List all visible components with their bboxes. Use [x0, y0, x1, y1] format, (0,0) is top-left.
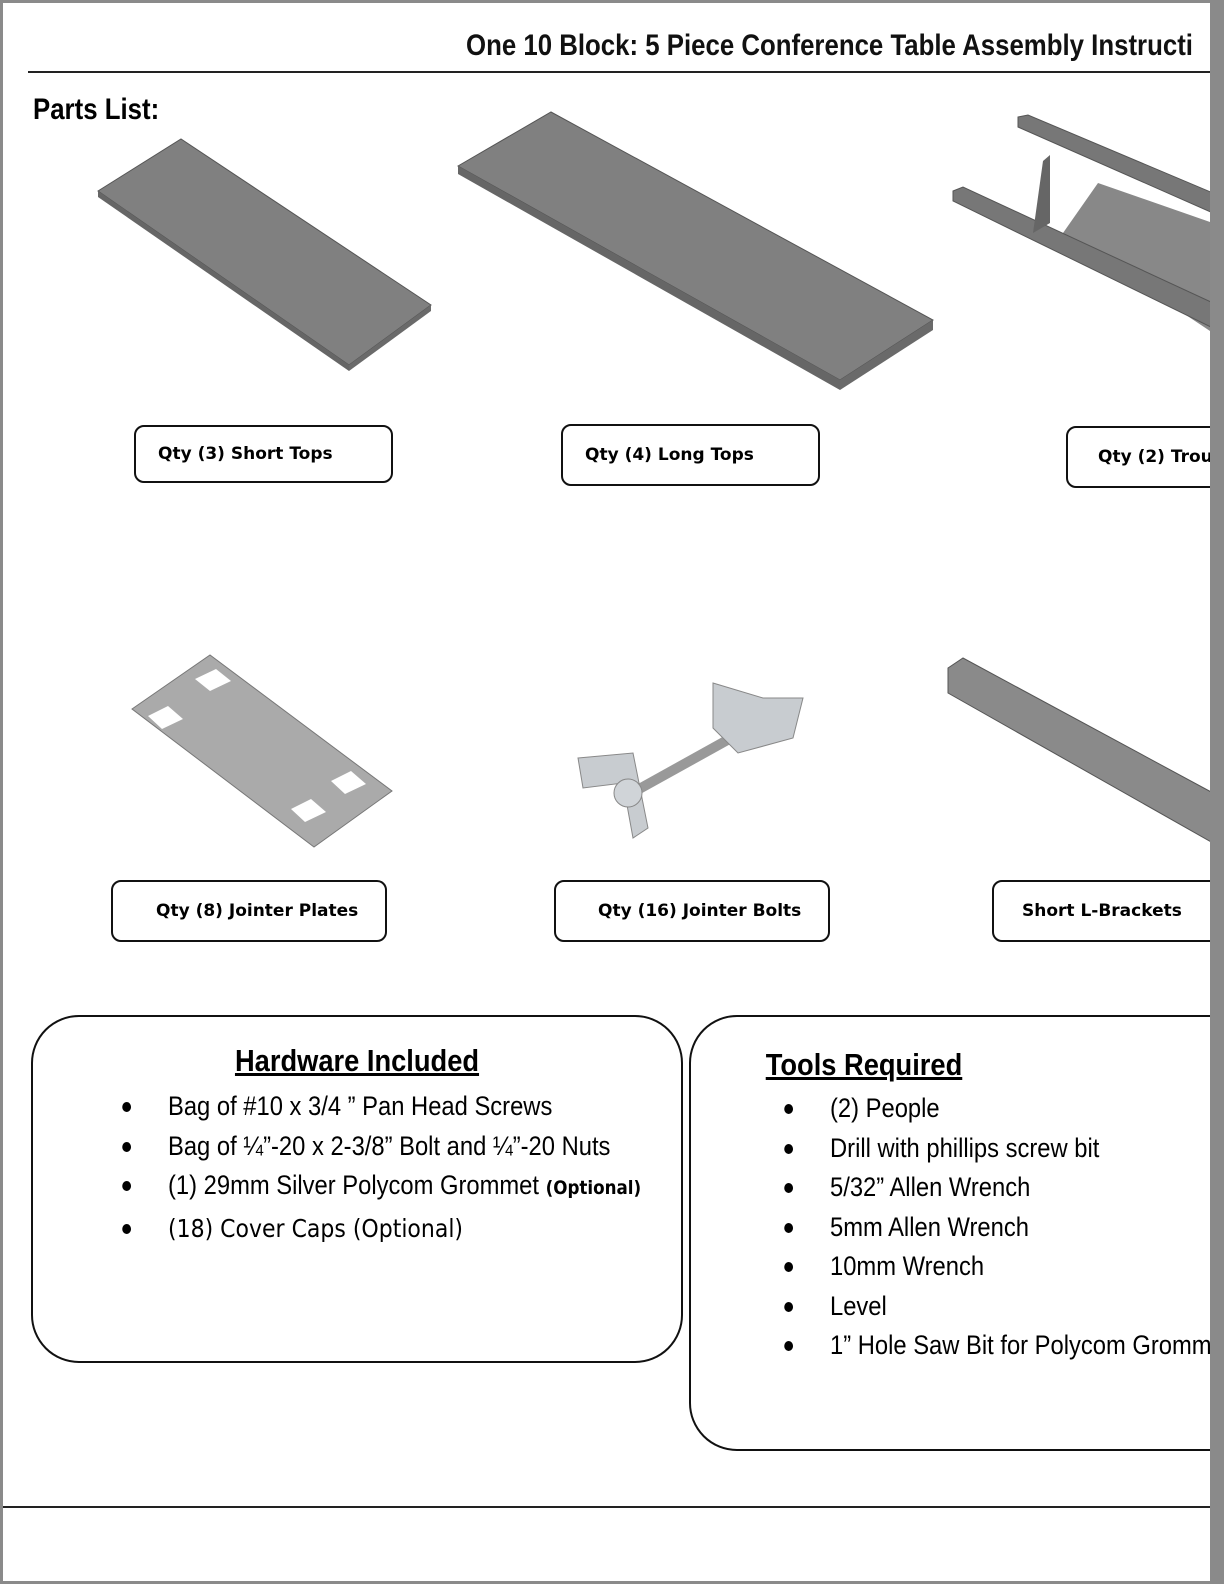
tool-item: 5mm Allen Wrench	[784, 1208, 1210, 1248]
hardware-item: (1) 29mm Silver Polycom Grommet (Optiona…	[122, 1166, 641, 1209]
bullet-icon	[784, 1104, 794, 1114]
hardware-included-box: Hardware Included Bag of #10 x 3/4 ” Pan…	[31, 1015, 683, 1363]
document-title: One 10 Block: 5 Piece Conference Table A…	[466, 29, 1193, 62]
bullet-icon	[122, 1223, 132, 1234]
trough-image	[952, 114, 1210, 331]
long-top-image	[456, 111, 934, 390]
part-label-l-brackets: Short L-Brackets	[992, 880, 1210, 942]
part-label-long-tops: Qty (4) Long Tops	[561, 424, 820, 486]
tool-item: 5/32” Allen Wrench	[784, 1168, 1210, 1208]
hardware-item: Bag of ¼”-20 x 2-3/8” Bolt and ¼”-20 Nut…	[122, 1127, 619, 1167]
header-divider	[28, 71, 1210, 73]
hardware-heading: Hardware Included	[234, 1043, 480, 1078]
bullet-icon	[784, 1262, 794, 1272]
parts-list-heading: Parts List:	[33, 93, 160, 126]
part-label-short-tops: Qty (3) Short Tops	[134, 425, 393, 483]
part-label-trough: Qty (2) Trou	[1066, 426, 1210, 488]
jointer-bolt-image	[577, 682, 804, 839]
bullet-icon	[784, 1341, 794, 1351]
part-label-jointer-bolts: Qty (16) Jointer Bolts	[554, 880, 830, 942]
l-bracket-image	[947, 657, 1210, 842]
jointer-plate-image	[131, 654, 393, 848]
bullet-icon	[784, 1143, 794, 1154]
hardware-item: (18) Cover Caps (Optional)	[122, 1209, 619, 1249]
footer-divider	[3, 1506, 1210, 1508]
bullet-icon	[122, 1181, 132, 1191]
bullet-icon	[122, 1102, 132, 1112]
short-top-image	[97, 138, 432, 371]
hardware-item: Bag of #10 x 3/4 ” Pan Head Screws	[122, 1087, 619, 1127]
tool-item: Drill with phillips screw bit	[784, 1129, 1210, 1169]
part-label-jointer-plates: Qty (8) Jointer Plates	[111, 880, 387, 942]
bullet-icon	[122, 1141, 132, 1152]
tool-item: Level	[784, 1287, 1210, 1327]
tool-item: 10mm Wrench	[784, 1247, 1210, 1287]
document-page: One 10 Block: 5 Piece Conference Table A…	[3, 3, 1210, 1581]
bullet-icon	[784, 1301, 794, 1312]
tool-item: (2) People	[784, 1089, 1210, 1129]
tools-heading: Tools Required	[765, 1047, 963, 1082]
tool-item: 1” Hole Saw Bit for Polycom Gromm	[784, 1326, 1210, 1366]
bullet-icon	[784, 1222, 794, 1233]
bullet-icon	[784, 1183, 794, 1193]
